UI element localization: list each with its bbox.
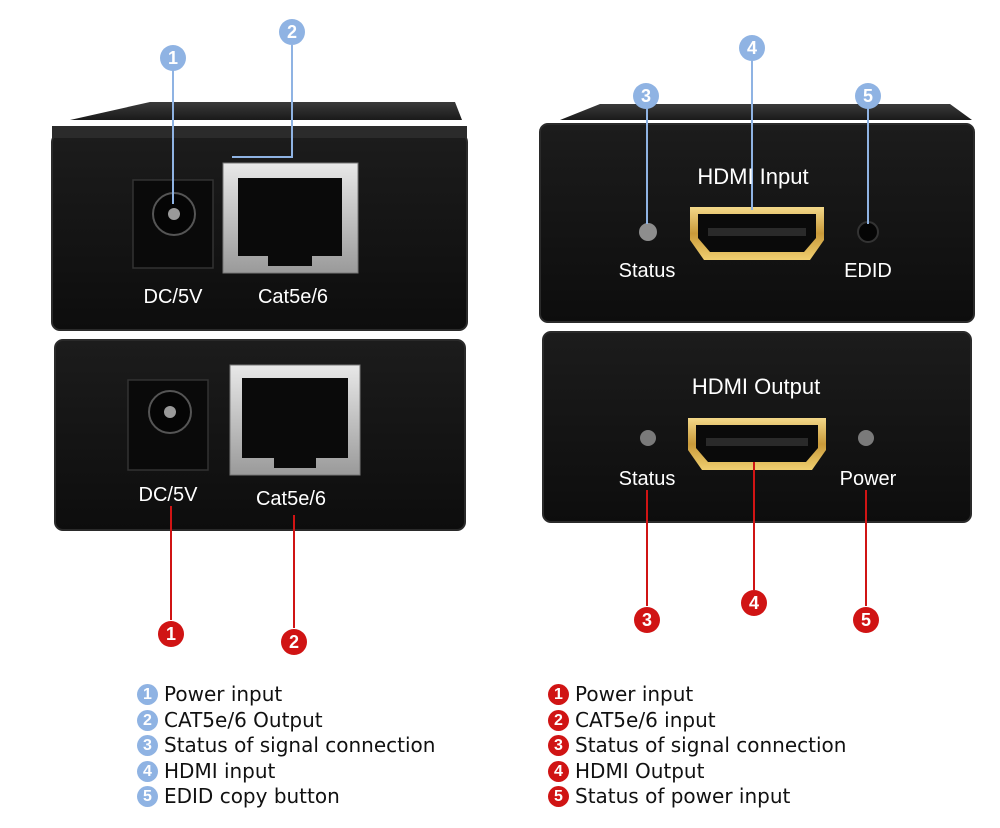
rj45-port	[229, 364, 361, 476]
hdmi-output-title: HDMI Output	[691, 374, 821, 399]
legend-item: 3 Status of signal connection	[548, 733, 846, 759]
callout-4-top: 4	[746, 38, 757, 58]
callout-1-bottom: 1	[165, 624, 176, 644]
legend-number: 1	[548, 684, 569, 706]
legend-number: 5	[548, 786, 569, 808]
legend-text: Power input	[575, 682, 694, 706]
callout-5-bottom: 5	[860, 610, 871, 630]
legend-item: 4 HDMI Output	[548, 759, 846, 785]
legend-item: 1 Power input	[137, 682, 435, 708]
legend-transmitter: 1 Power input 2 CAT5e/6 Output 3 Status of …	[137, 682, 435, 810]
legend-number: 1	[137, 684, 158, 706]
legend-number: 4	[137, 760, 158, 782]
legend-item: 5 Status of power input	[548, 784, 846, 810]
dc-label: DC/5V	[143, 286, 203, 308]
power-label: Power	[839, 468, 897, 490]
cat-label: Cat5e/6	[255, 488, 327, 510]
legend-item: 2 CAT5e/6 input	[548, 708, 846, 734]
legend-item: 4 HDMI input	[137, 759, 435, 785]
legend-number: 3	[137, 735, 158, 757]
legend-text: Status of power input	[575, 784, 791, 808]
legend-item: 3 Status of signal connection	[137, 733, 435, 759]
legend-item: 1 Power input	[548, 682, 846, 708]
callout-lines	[170, 45, 869, 628]
legend-text: Status of signal connection	[575, 733, 847, 757]
callout-1-top: 1	[167, 48, 178, 68]
hdmi-input-title: HDMI Input	[697, 164, 809, 189]
receiver-unit	[54, 339, 466, 531]
legend-number: 2	[548, 709, 569, 731]
callout-markers	[158, 19, 881, 655]
legend-item: 2 CAT5e/6 Output	[137, 708, 435, 734]
legend-receiver: 1 Power input 2 CAT5e/6 input 3 Status of s…	[548, 682, 846, 810]
status-led	[640, 430, 656, 446]
legend-text: HDMI input	[164, 758, 276, 783]
edid-button	[857, 221, 879, 243]
cat-label: Cat5e/6	[257, 286, 329, 308]
callout-2-top: 2	[286, 22, 297, 42]
legend-text: HDMI Output	[575, 758, 705, 783]
hdmi-port	[688, 418, 826, 470]
legend-text: EDID copy button	[164, 784, 340, 808]
rj45-port	[222, 162, 359, 274]
transmitter-unit	[51, 102, 468, 331]
legend-number: 3	[548, 735, 569, 757]
status-led	[639, 223, 657, 241]
legend-number: 4	[548, 760, 569, 782]
legend-text: Status of signal connection	[164, 733, 436, 757]
dc-label: DC/5V	[138, 484, 198, 506]
legend-number: 2	[137, 709, 158, 731]
legend-number: 5	[137, 786, 158, 808]
status-label: Status	[618, 468, 676, 490]
callout-3-bottom: 3	[641, 610, 652, 630]
status-label: Status	[618, 260, 676, 282]
legend-text: CAT5e/6 input	[575, 707, 716, 732]
legend-item: 5 EDID copy button	[137, 784, 435, 810]
hdmi-port	[690, 207, 824, 260]
hdmi-output-unit	[542, 331, 972, 523]
hdmi-input-unit	[539, 104, 975, 323]
edid-label: EDID	[844, 260, 892, 282]
power-led	[858, 430, 874, 446]
callout-5-top: 5	[862, 86, 873, 106]
callout-3-top: 3	[640, 86, 651, 106]
legend-text: CAT5e/6 Output	[164, 707, 323, 732]
legend-text: Power input	[164, 682, 283, 706]
callout-4-bottom: 4	[748, 593, 759, 613]
dc-power-jack	[127, 379, 209, 471]
callout-2-bottom: 2	[288, 632, 299, 652]
